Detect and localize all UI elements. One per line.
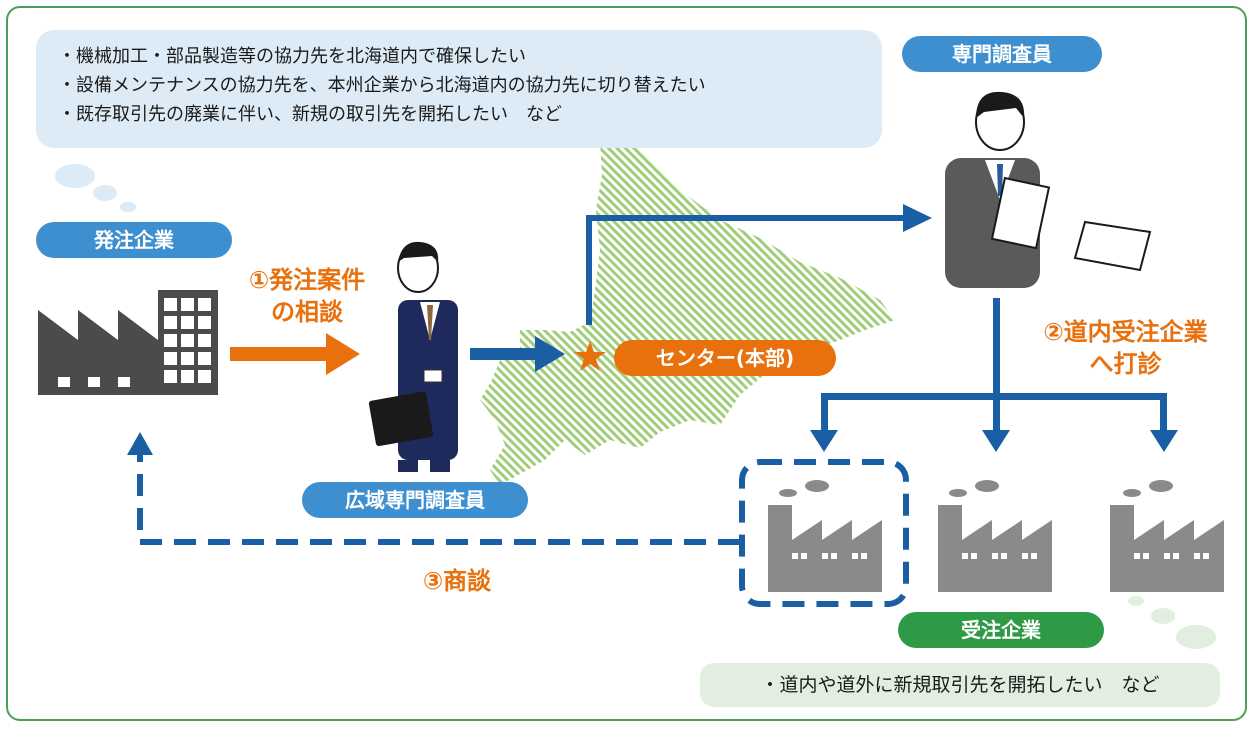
step1-line2: の相談 xyxy=(271,298,343,326)
hokkaido-map xyxy=(480,140,895,485)
star-icon xyxy=(574,341,606,371)
client-need-1: ・機械加工・部品製造等の協力先を北海道内で確保したい xyxy=(58,46,526,67)
supplier-companies-label: 受注企業 xyxy=(898,612,1104,648)
client-need-2: ・設備メンテナンスの協力先を、本州企業から北海道内の協力先に切り替えたい xyxy=(58,75,706,96)
client-company-label: 発注企業 xyxy=(36,222,232,258)
specialist-label: 専門調査員 xyxy=(902,36,1102,72)
client-needs-bubble: ・機械加工・部品製造等の協力先を北海道内で確保したい ・設備メンテナンスの協力先… xyxy=(36,30,882,148)
step3-label: ③商談 xyxy=(422,567,492,595)
selected-supplier-highlight xyxy=(739,459,909,607)
supplier-needs-bubble: ・道内や道外に新規取引先を開拓したい など xyxy=(700,663,1220,707)
step1-line1: ①発注案件 xyxy=(248,266,366,294)
center-label: センター(本部) xyxy=(614,340,836,376)
client-need-3: ・既存取引先の廃業に伴い、新規の取引先を開拓したい など xyxy=(58,104,562,125)
step1-label: ①発注案件 の相談 xyxy=(232,264,382,328)
supplier-factory-icon-3 xyxy=(1110,480,1224,592)
step2-line1: ②道内受注企業 xyxy=(1043,318,1208,346)
regional-specialist-label: 広域専門調査員 xyxy=(302,482,528,518)
step2-label: ②道内受注企業 へ打診 xyxy=(1018,316,1233,380)
step2-line2: へ打診 xyxy=(1089,350,1162,378)
regional-specialist-person-icon xyxy=(368,241,458,472)
diagram-frame xyxy=(6,6,1247,721)
supplier-factory-icon-2 xyxy=(938,480,1052,592)
specialist-person-icon xyxy=(945,91,1152,288)
supplier-factory-icon-1 xyxy=(768,480,882,592)
